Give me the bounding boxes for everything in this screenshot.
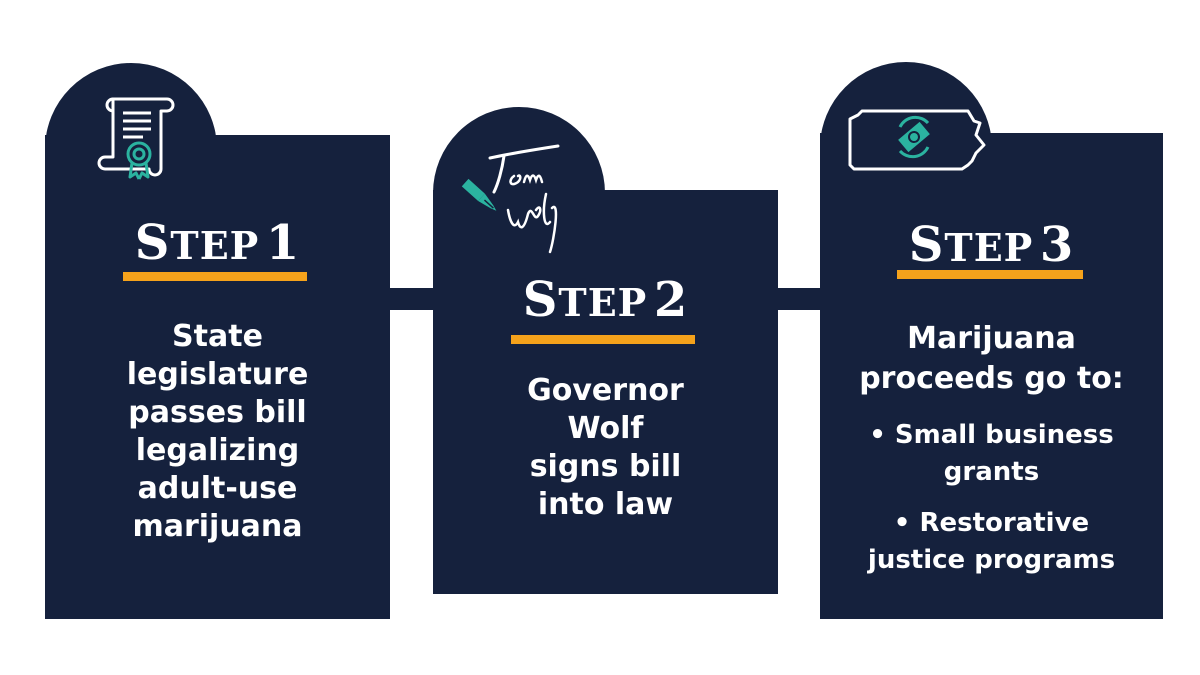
list-item: • Restorative justice programs — [867, 508, 1116, 575]
step-3-underline — [897, 270, 1083, 279]
step-1-underline — [123, 272, 307, 281]
step-1-card: STEP 1 State legislature passes bill leg… — [45, 97, 390, 619]
step-3-title: STEP 3 — [908, 217, 1075, 273]
step-3-card: STEP 3 Marijuana proceeds go to: • Small… — [820, 109, 1163, 619]
step-1-title: STEP 1 — [134, 215, 301, 271]
list-item: • Small business grants — [869, 420, 1114, 487]
signature-fountain-pen-icon — [461, 144, 560, 254]
step-2-underline — [511, 335, 695, 344]
step-1-description: State legislature passes bill legalizing… — [126, 319, 309, 544]
connector-step1-step2 — [385, 288, 437, 310]
step-3-bullet-list: • Small business grants • Restorative ju… — [820, 417, 1163, 593]
step-3-description: Marijuana proceeds go to: — [859, 321, 1124, 396]
connector-step2-step3 — [775, 288, 825, 310]
pennsylvania-money-icon — [848, 109, 986, 171]
step-2-title: STEP 2 — [522, 272, 689, 328]
step-2-card: STEP 2 Governor Wolf signs bill into law — [433, 144, 778, 594]
step-2-description: Governor Wolf signs bill into law — [527, 373, 684, 522]
certificate-document-icon — [97, 97, 175, 180]
